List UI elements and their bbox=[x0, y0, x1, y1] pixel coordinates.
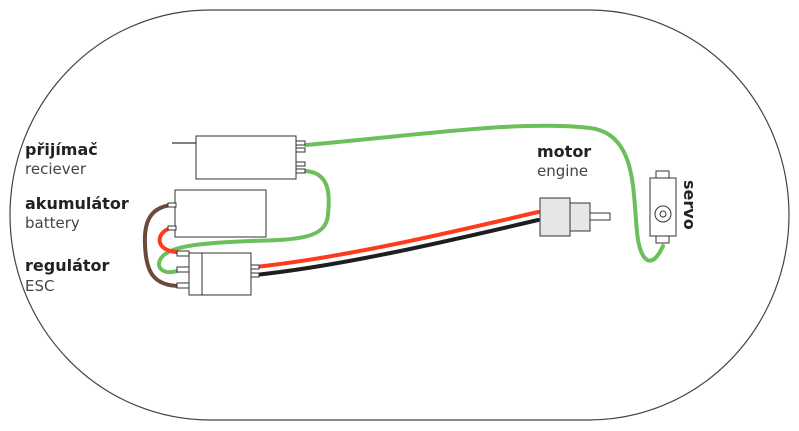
esc-input-pin bbox=[176, 282, 190, 289]
esc bbox=[176, 250, 260, 296]
motor-label: motor bbox=[537, 142, 591, 161]
receiver-pin bbox=[295, 147, 306, 153]
signal-wire-receiver-esc bbox=[157, 169, 331, 275]
receiver-pin bbox=[295, 140, 306, 146]
motor-can bbox=[569, 202, 591, 232]
esc-body bbox=[188, 252, 252, 296]
servo-horn bbox=[654, 205, 672, 223]
servo-mount-tab bbox=[655, 170, 670, 179]
receiver bbox=[172, 135, 306, 180]
motor bbox=[539, 197, 611, 237]
receiver-body bbox=[195, 135, 297, 180]
esc-output-pin bbox=[250, 264, 260, 270]
battery bbox=[167, 189, 267, 238]
esc-label: regulátor bbox=[25, 256, 110, 275]
track-outline bbox=[9, 9, 790, 421]
battery-negative-lead bbox=[142, 203, 182, 288]
motor-shaft bbox=[589, 212, 611, 221]
motor-positive-wire bbox=[253, 210, 540, 269]
servo-label: servo bbox=[680, 180, 699, 230]
battery-body bbox=[174, 189, 267, 238]
esc-label-en: ESC bbox=[25, 277, 54, 295]
servo-horn-center bbox=[659, 210, 667, 218]
motor-body bbox=[539, 197, 571, 237]
receiver-pin bbox=[295, 161, 306, 167]
receiver-label-en: reciever bbox=[25, 160, 87, 178]
signal-wire-receiver-servo bbox=[304, 123, 665, 263]
battery-label-en: battery bbox=[25, 214, 80, 232]
battery-terminal bbox=[167, 202, 177, 208]
esc-input-pin bbox=[176, 266, 190, 273]
motor-label-en: engine bbox=[537, 162, 588, 180]
servo bbox=[649, 170, 677, 244]
battery-terminal bbox=[167, 225, 177, 231]
battery-label: akumulátor bbox=[25, 194, 129, 213]
motor-negative-wire bbox=[253, 218, 540, 277]
esc-output-pin bbox=[250, 272, 260, 278]
esc-input-pin bbox=[176, 250, 190, 257]
servo-mount-tab bbox=[655, 235, 670, 244]
receiver-pin bbox=[295, 168, 306, 174]
receiver-label: přijímač bbox=[25, 140, 98, 159]
